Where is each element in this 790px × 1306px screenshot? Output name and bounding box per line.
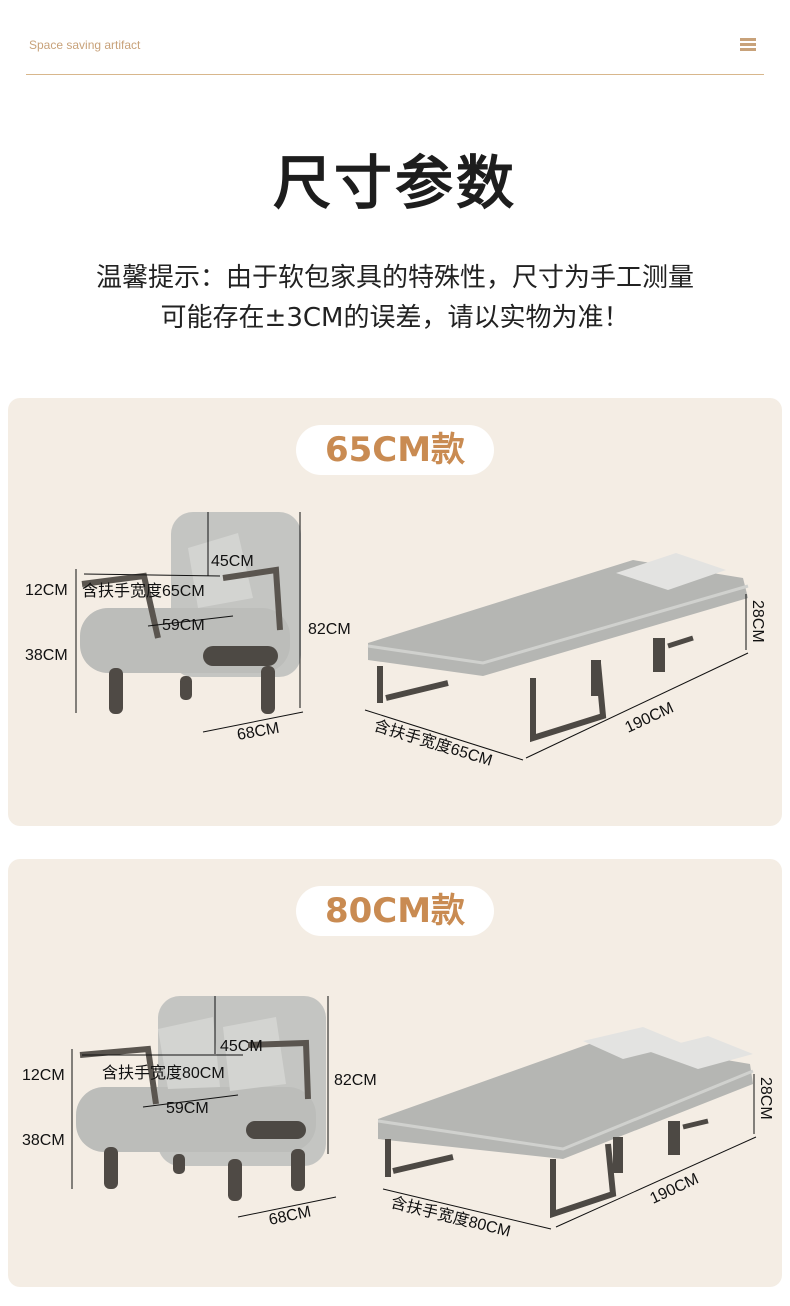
chair-arm-height-label: 12CM <box>22 1067 65 1084</box>
chair-arm-height-label: 12CM <box>25 582 68 599</box>
chair-dimension-lines <box>75 512 304 733</box>
chair-seat-height-label: 38CM <box>25 647 68 664</box>
bed-illustration <box>367 553 749 743</box>
chair-height-label: 82CM <box>308 621 351 638</box>
menu-icon[interactable] <box>740 38 756 51</box>
bed-illustration <box>377 1027 754 1219</box>
chair-height-label: 82CM <box>334 1072 377 1089</box>
chair-depth-label: 68CM <box>267 1203 312 1229</box>
chair-seat-depth-label: 59CM <box>166 1100 209 1117</box>
chair-back-label: 45CM <box>220 1038 263 1055</box>
chair-illustration <box>76 996 326 1201</box>
brand-text: Space saving artifact <box>29 38 141 52</box>
chair-arm-width-label: 含扶手宽度80CM <box>102 1064 225 1082</box>
section-65cm: 65CM款 45CM 12CM 含扶手宽度65CM 59CM 82CM <box>8 398 782 826</box>
top-bar: Space saving artifact <box>26 0 764 75</box>
tip-line-2: 可能存在±3CM的误差，请以实物为准！ <box>160 303 630 333</box>
chair-seat-depth-label: 59CM <box>162 617 205 634</box>
bed-dimension-lines <box>364 594 749 761</box>
bed-width-label: 含扶手宽度65CM <box>372 717 495 770</box>
bed-thickness-label: 28CM <box>757 1077 774 1120</box>
section-80cm: 80CM款 45CM 12CM 含扶手宽度80CM 59CM <box>8 859 782 1287</box>
tip-note: 温馨提示：由于软包家具的特殊性，尺寸为手工测量 可能存在±3CM的误差，请以实物… <box>0 258 790 338</box>
badge-65cm: 65CM款 <box>296 425 494 475</box>
chair-arm-width-label: 含扶手宽度65CM <box>82 582 205 600</box>
chair-seat-height-label: 38CM <box>22 1132 65 1149</box>
bed-length-label: 190CM <box>648 1170 702 1207</box>
bed-width-label: 含扶手宽度80CM <box>389 1193 512 1240</box>
bed-dimension-lines <box>382 1074 757 1230</box>
page-title: 尺寸参数 <box>272 149 517 217</box>
chair-depth-label: 68CM <box>236 720 281 744</box>
chair-illustration <box>80 512 301 714</box>
dimension-drawing-65: 45CM 12CM 含扶手宽度65CM 59CM 82CM 38CM 68CM … <box>25 512 766 770</box>
tip-line-1: 温馨提示：由于软包家具的特殊性，尺寸为手工测量 <box>95 263 694 293</box>
bed-length-label: 190CM <box>623 699 677 736</box>
chair-dimension-lines <box>71 996 337 1218</box>
badge-80cm: 80CM款 <box>296 886 494 936</box>
dimension-drawing-80: 45CM 12CM 含扶手宽度80CM 59CM 82CM 38CM 68CM … <box>22 996 774 1241</box>
bed-thickness-label: 28CM <box>749 600 766 643</box>
chair-back-label: 45CM <box>211 553 254 570</box>
